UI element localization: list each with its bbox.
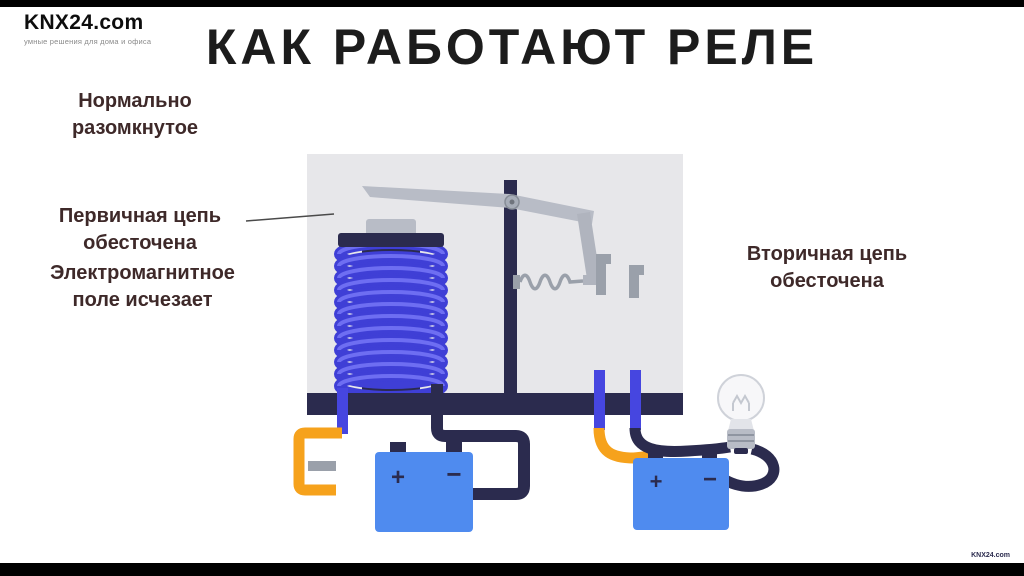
label-line: разомкнутое (71, 117, 199, 139)
bulb-socket-threads (728, 434, 754, 442)
bulb-wire-navy-left (629, 427, 731, 457)
label-line: обесточена (83, 232, 197, 254)
label-normally-open: Нормально разомкнутое (30, 88, 240, 142)
bulb-socket-tip (734, 448, 748, 454)
spring-mount (513, 275, 520, 289)
relay-base (307, 393, 683, 415)
label-line: Нормально (78, 90, 192, 112)
watermark: KNX24.com (971, 552, 1010, 559)
coil-wire-left-blue (337, 388, 348, 434)
battery-minus-label: − (446, 459, 461, 489)
bulb-filament (732, 393, 750, 406)
moving-contact (583, 275, 605, 285)
letterbox-bottom (0, 563, 1024, 576)
bulb-neck (728, 419, 754, 431)
secondary-wire-orange (593, 427, 653, 464)
fixed-contact-a (596, 254, 611, 295)
primary-label-pointer-line (245, 213, 335, 222)
battery-secondary: + − (633, 448, 729, 530)
return-spring (518, 273, 584, 291)
primary-wire-orange (293, 427, 342, 496)
secondary-wire-b-blue (630, 370, 641, 430)
label-electromagnetic-field: Электромагнитное поле исчезает (20, 260, 265, 314)
coil-cap (338, 233, 444, 247)
coil-wire-right-navy (431, 384, 530, 500)
brand-name: KNX24.com (24, 11, 144, 34)
electromagnet-coil (338, 219, 444, 396)
light-bulb (717, 374, 765, 454)
battery-primary: + − (375, 442, 473, 532)
battery-plus-label: + (391, 464, 405, 491)
battery-minus-label: − (703, 466, 717, 493)
brand-logo: KNX24.com умные решения для дома и офиса (24, 11, 151, 46)
label-line: Первичная цепь (58, 205, 222, 227)
secondary-wire-a-blue (594, 370, 605, 430)
page-title: КАК РАБОТАЮТ РЕЛЕ (205, 19, 819, 75)
pivot-screw-center (509, 199, 515, 205)
label-line: обесточена (770, 270, 884, 292)
relay-frame-post (504, 180, 517, 395)
bulb-filament-supports (732, 403, 750, 411)
armature-strap (577, 212, 600, 279)
battery-body (633, 458, 729, 530)
label-line: Вторичная цепь (746, 243, 908, 265)
battery-body (375, 452, 473, 532)
battery-plus-label: + (650, 469, 663, 494)
armature (362, 186, 605, 285)
bulb-glass (717, 374, 765, 422)
letterbox-top (0, 0, 1024, 7)
fixed-contact-b (629, 265, 644, 298)
label-primary-circuit: Первичная цепь обесточена (35, 203, 245, 257)
bulb-socket (727, 429, 755, 449)
label-secondary-circuit: Вторичная цепь обесточена (712, 241, 942, 295)
brand-tagline: умные решения для дома и офиса (24, 37, 152, 46)
label-line: Электромагнитное (50, 262, 235, 284)
armature-arm (362, 186, 594, 224)
label-line: поле исчезает (72, 289, 213, 311)
open-switch-contact (308, 461, 336, 471)
